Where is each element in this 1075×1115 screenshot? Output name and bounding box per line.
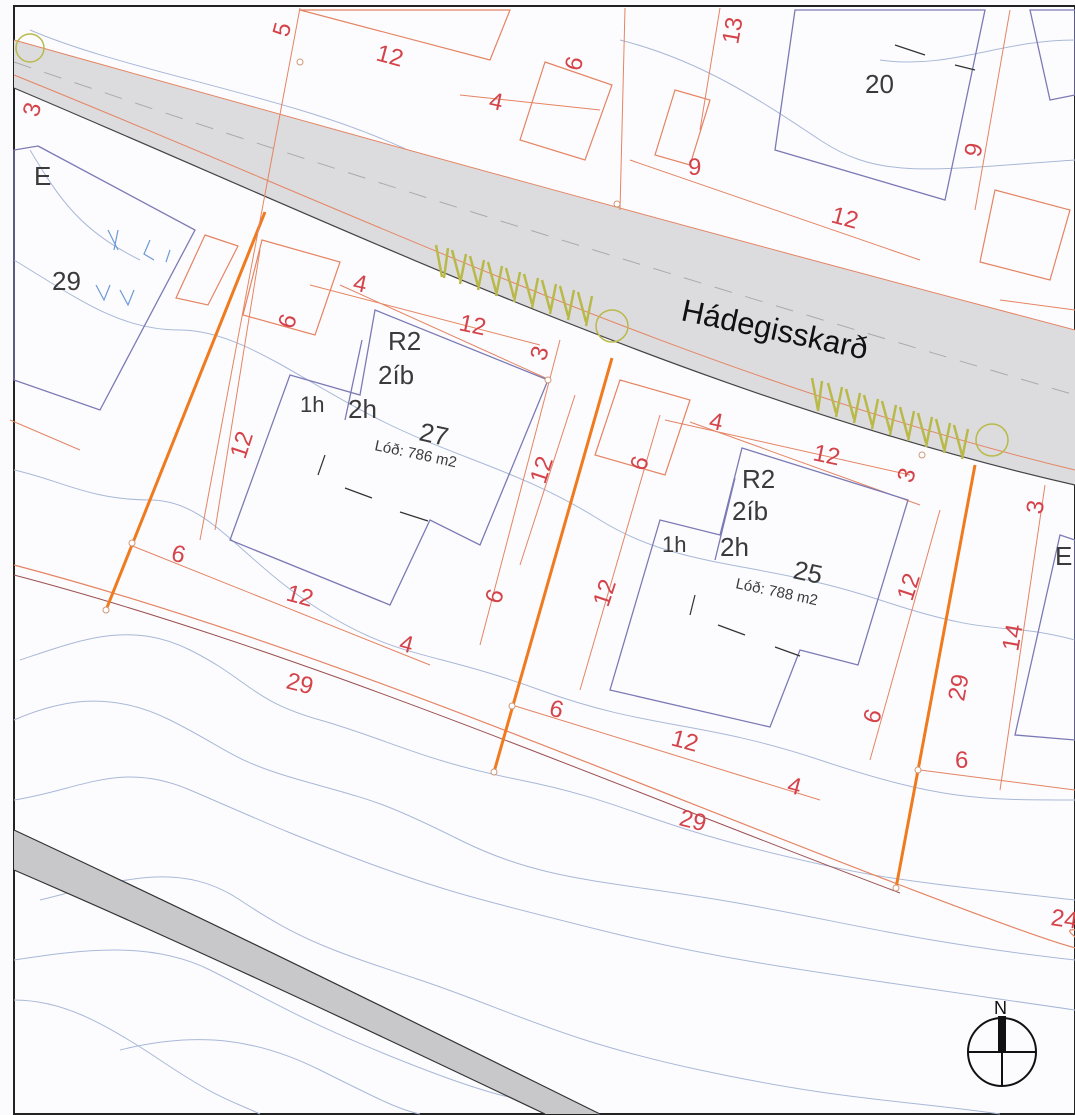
setback-lines: [9, 7, 1075, 801]
north-label: N: [994, 998, 1007, 1018]
plot-boundary-south: [13, 574, 901, 894]
dimension-label: 9: [959, 141, 988, 160]
lot-25-labels: R2 2íb 1h 2h 25 Lóð: 788 m2: [662, 464, 825, 609]
dimension-label: 3: [1021, 498, 1050, 516]
dimension-label: 24: [1049, 904, 1075, 934]
parking-hatch-25: [810, 377, 970, 460]
dimension-label: 29: [943, 672, 974, 703]
lot-27-floors-low: 1h: [300, 392, 324, 417]
lot-25-zone: R2: [742, 464, 775, 494]
dimension-label: 29: [284, 668, 316, 701]
lot-27-zone: R2: [388, 326, 421, 356]
lot-25-units: 2íb: [732, 496, 768, 526]
blue-symbols: [95, 229, 171, 307]
tree-symbol: [595, 309, 629, 343]
dimension-label: 12: [457, 309, 489, 341]
annex-footprints: [175, 9, 1071, 476]
dimension-label: 14: [997, 622, 1028, 653]
dimension-label: 4: [351, 269, 370, 298]
roof-split-lines: [344, 339, 736, 561]
dimension-label: 12: [811, 439, 843, 471]
zone-marker-east: E: [1055, 541, 1072, 571]
dimension-label: 6: [955, 747, 968, 774]
corner-markers: [102, 58, 926, 892]
building-footprints: [13, 9, 1075, 741]
dimension-label: 4: [707, 407, 726, 436]
parking-hatch-27: [434, 244, 594, 327]
road-edge-north: [13, 39, 1075, 331]
dimension-label: 4: [487, 87, 506, 116]
tree-symbol: [15, 33, 45, 63]
zone-marker-west: E: [34, 161, 51, 191]
lot-number-29: 29: [52, 266, 81, 296]
road-lower: [14, 830, 600, 1114]
dimension-label: 29: [677, 805, 709, 838]
dimension-label: 9: [688, 154, 701, 181]
lot-27-floors-high: 2h: [348, 394, 377, 424]
tree-symbol: [975, 423, 1009, 457]
dimension-labels: 5 12 4 6 13 9 12 9 3 4 12 3 6 12 12 6 6 …: [18, 15, 1075, 935]
plot-boundary-south: [13, 564, 1075, 949]
north-arrow: N: [967, 998, 1037, 1087]
lot-25-floors-low: 1h: [662, 532, 686, 557]
road-hadegisskard: [14, 40, 1075, 485]
dimension-label: 13: [717, 15, 748, 46]
lot-25-floors-high: 2h: [720, 532, 749, 562]
road-lower-edge: [13, 869, 546, 1115]
road-edge-south: [13, 87, 1075, 486]
road-lower-edge: [13, 829, 601, 1115]
road-centerline: [13, 61, 1075, 396]
lot-number-20: 20: [865, 69, 894, 99]
building-interior-marks: [317, 44, 976, 657]
lot-27-number: 27: [417, 417, 452, 452]
lot-27-units: 2íb: [378, 360, 414, 390]
lot-25-number: 25: [791, 555, 826, 590]
